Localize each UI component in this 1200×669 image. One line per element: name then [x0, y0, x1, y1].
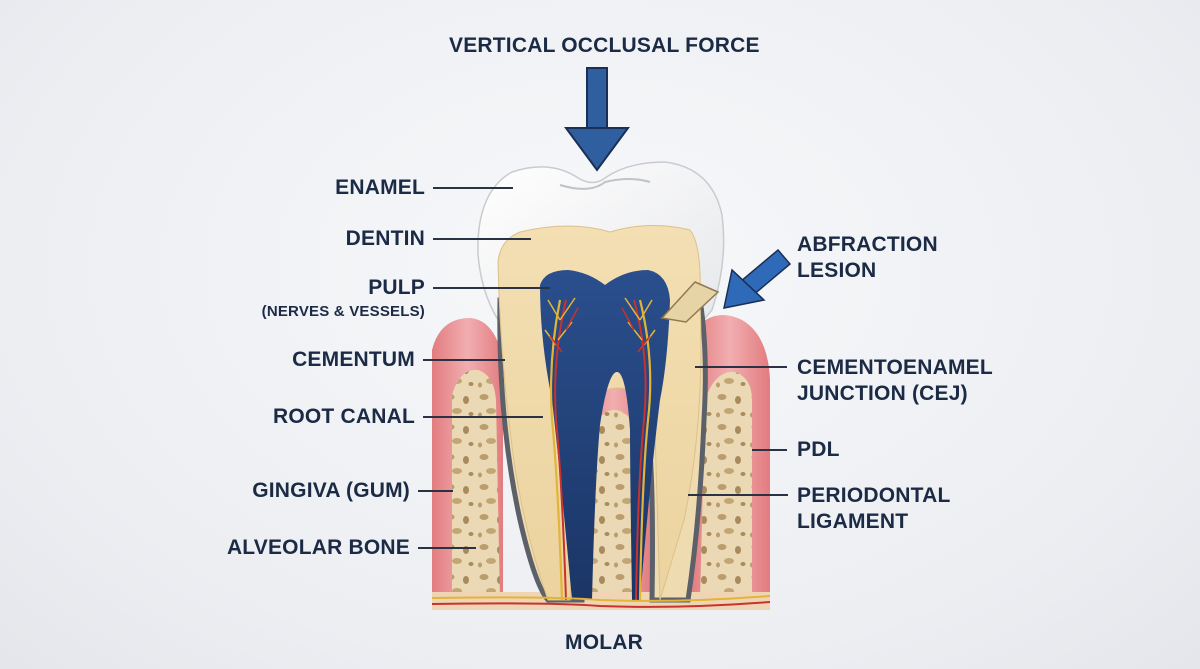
pulp-leader — [433, 287, 550, 289]
label-root-canal: ROOT CANAL — [273, 405, 415, 428]
caption-molar: MOLAR — [565, 631, 643, 654]
abfraction-arrow-icon — [723, 248, 792, 309]
vessel-branches-right — [621, 307, 651, 353]
label-abfraction-1: ABFRACTION — [797, 233, 938, 256]
periodontal-leader — [688, 494, 788, 496]
label-cej-2: JUNCTION (CEJ) — [797, 382, 968, 405]
gingiva-leader — [418, 490, 453, 492]
alveolar-bone-leader — [418, 547, 476, 549]
label-pulp: PULP — [368, 276, 425, 299]
label-enamel: ENAMEL — [335, 176, 425, 199]
base-vessel — [431, 601, 771, 608]
abfraction-lesion — [660, 281, 720, 323]
vessel-right — [633, 299, 647, 601]
dentin-leader — [433, 238, 531, 240]
label-periodontal-2: LIGAMENT — [797, 510, 909, 533]
label-dentin: DENTIN — [345, 227, 425, 250]
label-pulp-sub: (NERVES & VESSELS) — [261, 303, 425, 320]
nerve-branches-right — [624, 297, 656, 346]
label-cementum: CEMENTUM — [292, 348, 415, 371]
alveolar-bone-left — [452, 369, 500, 600]
root-canal-leader — [423, 416, 543, 418]
force-arrow-icon — [564, 67, 630, 172]
label-alveolar-bone: ALVEOLAR BONE — [226, 536, 410, 559]
label-pdl: PDL — [797, 438, 840, 461]
label-cej-1: CEMENTOENAMEL — [797, 356, 993, 379]
base-nerve — [431, 595, 771, 602]
nerve-branches-left — [544, 297, 576, 346]
alveolar-bone-right — [700, 371, 752, 600]
diagram-title: VERTICAL OCCLUSAL FORCE — [449, 34, 760, 57]
enamel-leader — [433, 187, 513, 189]
label-abfraction-2: LESION — [797, 259, 877, 282]
label-periodontal-1: PERIODONTAL — [797, 484, 951, 507]
pdl-leader — [752, 449, 787, 451]
occlusal-groove — [559, 178, 651, 190]
vessel-branches-left — [549, 307, 579, 353]
cementum-leader — [423, 359, 505, 361]
cej-leader — [695, 366, 787, 368]
label-gingiva: GINGIVA (GUM) — [252, 479, 410, 502]
alveolar-bone-mid — [590, 410, 640, 600]
